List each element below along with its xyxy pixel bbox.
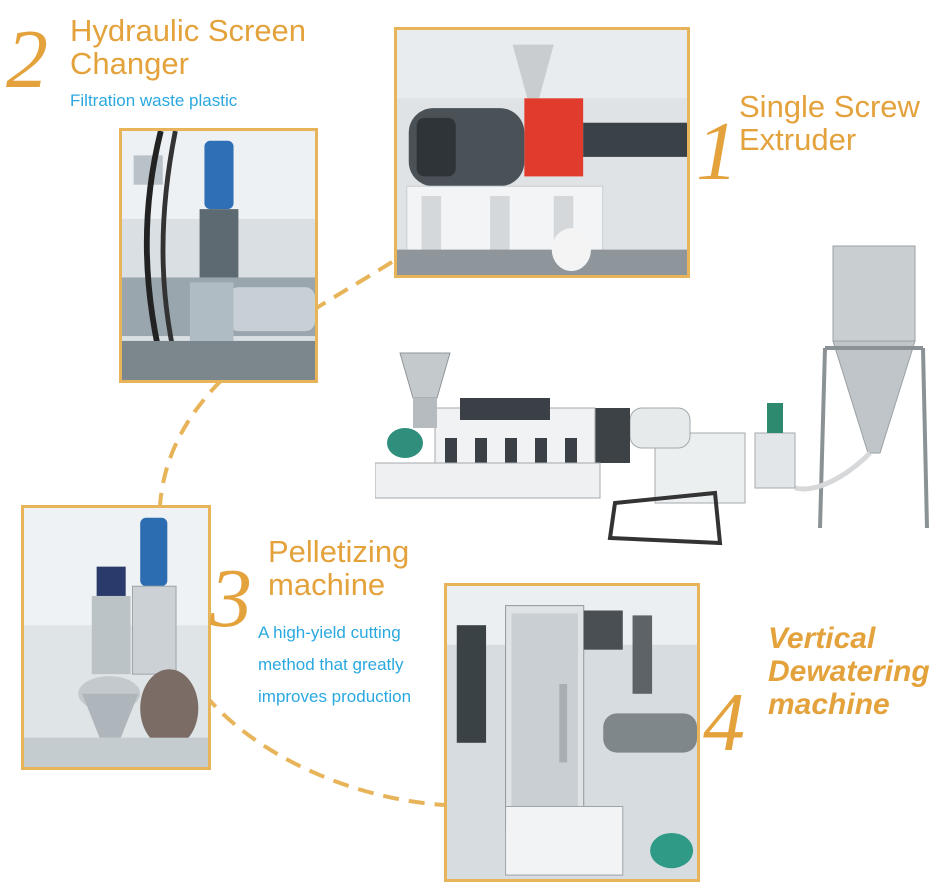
step-number-2: 2	[6, 13, 48, 106]
pelletizing-machine-photo	[21, 505, 211, 770]
step-number-1: 1	[696, 105, 738, 198]
step-title-2: Hydraulic Screen Changer	[70, 13, 307, 81]
step-description-3: A high-yield cutting method that greatly…	[258, 623, 412, 706]
vertical-dewatering-machine-photo	[444, 583, 700, 882]
step-title-3: Pelletizing machine	[268, 534, 410, 602]
step-number-4: 4	[703, 676, 745, 769]
single-screw-extruder-photo	[394, 27, 690, 278]
step-description-2: Filtration waste plastic	[70, 91, 238, 110]
step-title-1: Single Screw Extruder	[739, 89, 920, 157]
step-number-3: 3	[210, 552, 252, 645]
recycling-line-illustration	[374, 238, 945, 548]
step-title-4: Vertical Dewatering machine	[768, 622, 930, 721]
screen-changer-photo	[119, 128, 318, 383]
